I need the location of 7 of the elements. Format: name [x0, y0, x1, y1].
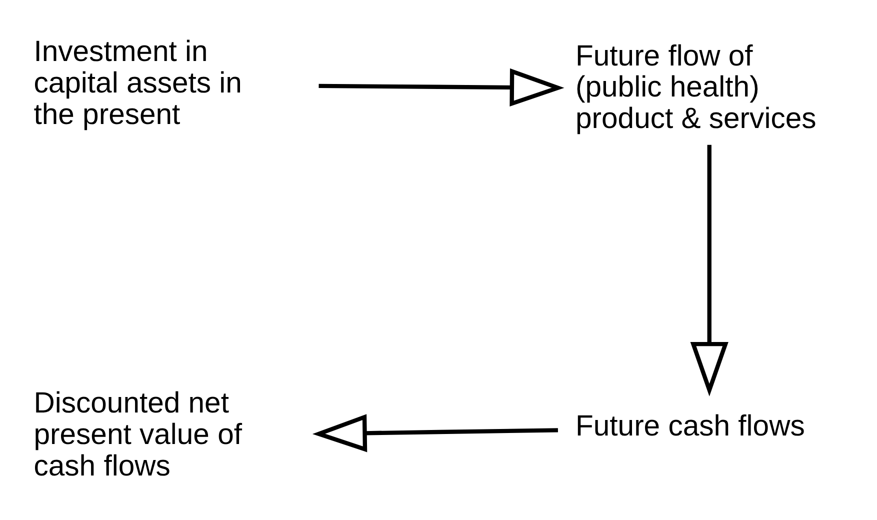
node-text: Future flow of (public health) product & services	[576, 38, 816, 135]
arrow	[312, 414, 558, 452]
arrow	[318, 68, 564, 106]
node-text: Investment in capital assets in the present	[34, 34, 242, 130]
node-text: Future cash flows	[576, 409, 805, 442]
node-text: Discounted net present value of cash flows	[34, 386, 242, 482]
arrow	[690, 144, 728, 396]
